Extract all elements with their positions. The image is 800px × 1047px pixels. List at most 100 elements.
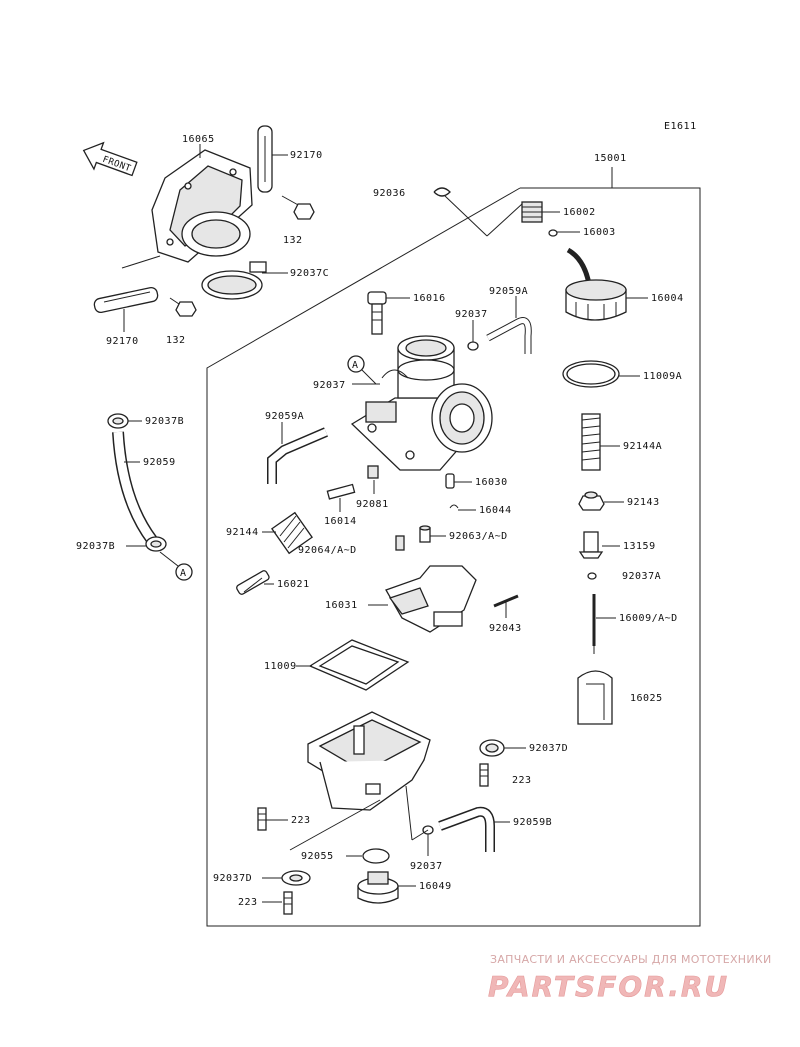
intake-holder-16065: [151, 149, 253, 263]
spring-92144a: [581, 413, 601, 471]
label-223-bottom: 223: [238, 897, 258, 908]
screw-16021: [236, 570, 270, 595]
front-arrow-icon: FRONT: [82, 141, 138, 177]
label-92059b: 92059B: [513, 817, 552, 828]
label-223-left: 223: [291, 815, 311, 826]
tube-92059a-top: [486, 317, 532, 354]
label-92037c: 92037C: [290, 268, 329, 279]
label-16025: 16025: [630, 693, 663, 704]
clip-92037b-top: [107, 413, 129, 429]
label-92064: 92064/A~D: [298, 545, 357, 556]
callout-a-tube-label: A: [180, 568, 187, 579]
label-92037-bottom: 92037: [410, 861, 443, 872]
label-92037d-right: 92037D: [529, 743, 568, 754]
screw-223-right: [479, 763, 489, 787]
clip-92037-top: [467, 341, 479, 351]
float-chamber: [307, 711, 431, 811]
holder-13159: [578, 531, 604, 559]
label-16031: 16031: [325, 600, 358, 611]
label-92037d-left: 92037D: [213, 873, 252, 884]
strap-92170-top: [257, 125, 273, 193]
pilot-screw-16016: [367, 291, 387, 335]
label-13159: 13159: [623, 541, 656, 552]
clamp-92037d-right: [479, 739, 505, 757]
label-132-bottom: 132: [166, 335, 186, 346]
watermark-tagline: ЗАПЧАСТИ И АКСЕССУАРЫ ДЛЯ МОТОТЕХНИКИ: [490, 953, 772, 966]
label-92063: 92063/A~D: [449, 531, 508, 542]
strap-92170-bottom: [93, 286, 159, 314]
label-16021: 16021: [277, 579, 310, 590]
spring-16002: [521, 201, 543, 223]
label-92059a-left: 92059A: [265, 411, 304, 422]
tube-92059b: [438, 806, 495, 852]
watermark-logo: PARTSFOR.RU: [488, 970, 729, 1003]
label-16004: 16004: [651, 293, 684, 304]
clip-92037b-bottom: [145, 536, 167, 552]
drain-plug-16049: [357, 871, 399, 904]
label-92144a: 92144A: [623, 441, 662, 452]
throttle-valve-16025: [577, 670, 613, 725]
oring-92055: [362, 848, 390, 864]
seal-16003: [548, 229, 558, 237]
clip-92036: [433, 187, 523, 237]
screw-16014: [326, 483, 356, 500]
callout-a-body-label: A: [352, 360, 359, 371]
label-11009: 11009: [264, 661, 297, 672]
label-16002: 16002: [563, 207, 596, 218]
label-16016: 16016: [413, 293, 446, 304]
callout-a-tube: A: [159, 551, 193, 581]
label-16003: 16003: [583, 227, 616, 238]
label-11009a: 11009A: [643, 371, 682, 382]
jet-92063: [419, 525, 431, 543]
tube-92059a-left: [267, 427, 328, 484]
bolt-132-bottom: [169, 297, 197, 317]
float-16031: [385, 565, 477, 633]
label-16014: 16014: [324, 516, 357, 527]
screw-223-bottom: [283, 891, 293, 915]
bolt-132-top: [281, 195, 315, 220]
label-92037a: 92037A: [622, 571, 661, 582]
spring-92144: [271, 511, 313, 555]
label-132-top: 132: [283, 235, 303, 246]
label-92170-top: 92170: [290, 150, 323, 161]
label-92143: 92143: [627, 497, 660, 508]
clip-92037a: [587, 572, 597, 580]
clamp-92037c: [201, 261, 267, 300]
label-92037-top: 92037: [455, 309, 488, 320]
label-92144: 92144: [226, 527, 259, 538]
label-15001: 15001: [594, 153, 627, 164]
label-16030: 16030: [475, 477, 508, 488]
label-223-right: 223: [512, 775, 532, 786]
label-92170-bottom: 92170: [106, 336, 139, 347]
assembly-frame-15001: [206, 167, 701, 927]
pin-92043: [493, 594, 519, 608]
screw-223-left: [257, 807, 267, 831]
label-92037-mid: 92037: [313, 380, 346, 391]
jet-16030: [445, 473, 455, 489]
oring-11009a: [562, 360, 620, 388]
label-16049: 16049: [419, 881, 452, 892]
carburetor-body: [350, 335, 493, 471]
label-92059a-top: 92059A: [489, 286, 528, 297]
clamp-92037d-left: [281, 870, 311, 886]
label-92055: 92055: [301, 851, 334, 862]
pin-16044: [449, 504, 459, 509]
label-16065: 16065: [182, 134, 215, 145]
gasket-11009: [308, 639, 410, 691]
label-92037b-bottom: 92037B: [76, 541, 115, 552]
label-92036: 92036: [373, 188, 406, 199]
label-92059: 92059: [143, 457, 176, 468]
label-92081: 92081: [356, 499, 389, 510]
label-16044: 16044: [479, 505, 512, 516]
tube-92059: [112, 431, 157, 544]
jet-92081: [367, 465, 379, 479]
label-92043: 92043: [489, 623, 522, 634]
diagram-code: E1611: [664, 121, 697, 132]
jet-92064: [395, 535, 405, 551]
label-16009: 16009/A~D: [619, 613, 678, 624]
callout-a-body: A: [347, 355, 377, 385]
cap-16004: [565, 247, 627, 321]
label-92037b-top: 92037B: [145, 416, 184, 427]
seat-92143: [578, 491, 605, 511]
